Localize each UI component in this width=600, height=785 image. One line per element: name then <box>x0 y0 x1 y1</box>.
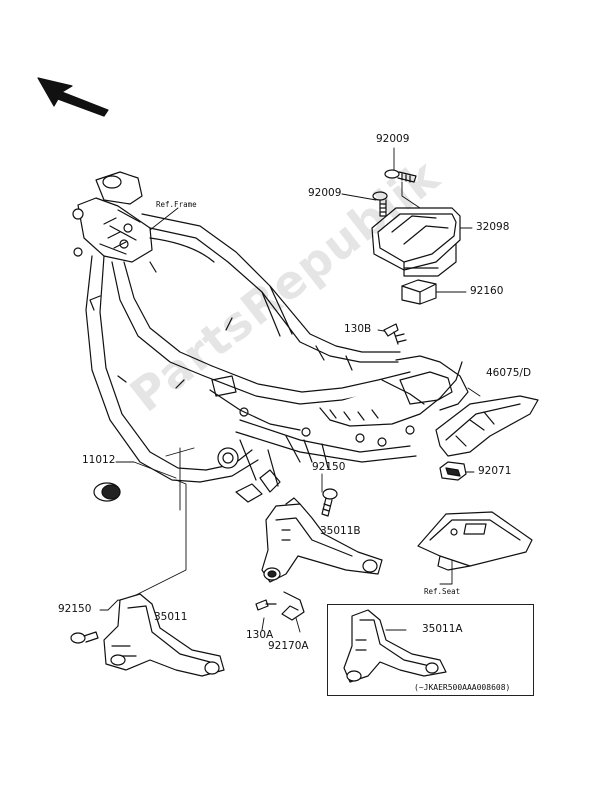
bolt-92150-left <box>70 631 99 644</box>
part-label-92071: 92071 <box>478 465 512 477</box>
part-label-92170A: 92170A <box>268 640 309 652</box>
part-label-92150-mid: 92150 <box>312 461 346 473</box>
leader-lines <box>99 147 481 633</box>
part-label-92009-left: 92009 <box>308 187 342 199</box>
cover-46075D <box>435 395 539 457</box>
pad-92160 <box>401 279 437 305</box>
seat-bracket <box>417 511 533 571</box>
rubber-92071 <box>439 461 467 481</box>
part-label-32098: 32098 <box>476 221 510 233</box>
direction-arrow-icon <box>37 77 109 117</box>
part-label-92150-left: 92150 <box>58 603 92 615</box>
bolt-92009-left <box>372 191 388 217</box>
part-label-35011: 35011 <box>154 611 188 623</box>
part-label-92160: 92160 <box>470 285 504 297</box>
bolt-92150-mid <box>321 488 338 517</box>
footrest-bracket-35011B <box>261 497 383 583</box>
part-label-35011B: 35011B <box>320 525 361 537</box>
part-label-46075D: 46075/D <box>486 367 532 379</box>
diagram-code: (~JKAER500AAA008608) <box>414 683 511 692</box>
part-label-35011A: 35011A <box>422 623 463 635</box>
ref-seat-label: Ref.Seat <box>424 587 461 596</box>
footrest-bracket-35011A <box>343 609 447 683</box>
ref-frame-label: Ref.Frame <box>156 200 197 209</box>
battery-case-32098 <box>371 207 461 277</box>
inset-box <box>327 604 534 696</box>
part-label-11012: 11012 <box>82 454 116 466</box>
frame-drawing <box>72 171 469 503</box>
grommet-11012 <box>93 482 121 502</box>
bolt-92009-top <box>384 169 417 183</box>
spring-92170A <box>281 591 305 621</box>
screw-130A <box>255 599 277 611</box>
part-label-130B: 130B <box>344 323 372 335</box>
footrest-bracket-35011 <box>103 593 225 677</box>
screw-130B <box>383 323 407 345</box>
part-label-92009-top: 92009 <box>376 133 410 145</box>
part-label-130A: 130A <box>246 629 274 641</box>
